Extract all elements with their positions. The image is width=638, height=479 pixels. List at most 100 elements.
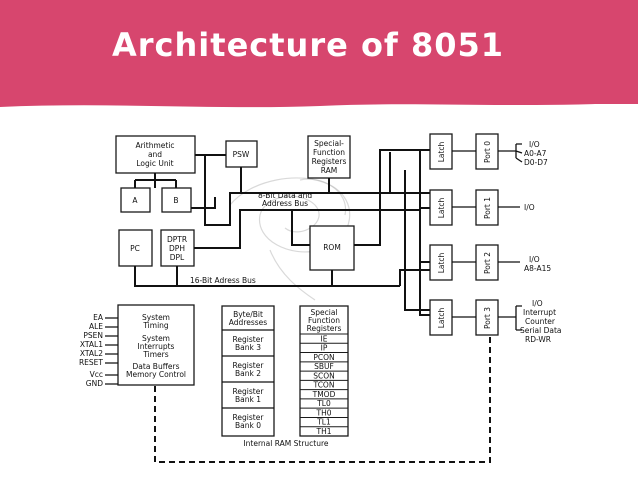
dptr-label-2: DPH — [169, 244, 185, 253]
alu-label-1: Arithmetic — [135, 141, 174, 150]
data-bus-line-1 — [204, 155, 430, 226]
data-bus-label-1: 8-Bit Data and — [258, 191, 312, 200]
system-label-2: Timing — [142, 321, 169, 330]
bank-0-label-2: Bank 0 — [235, 421, 261, 430]
port-0-label: Port 0 — [483, 141, 492, 163]
sfr-item-th0: TH0 — [316, 408, 332, 417]
port-2-io-2: A8-A15 — [524, 264, 551, 273]
sfr-item-tcon: TCON — [313, 381, 335, 390]
port-3-io-2: Interrupt — [523, 308, 556, 317]
b-to-bus — [191, 197, 216, 209]
ram-bank-column — [221, 305, 275, 437]
bank-3-label-1: Register — [233, 335, 265, 344]
rom-label: ROM — [323, 243, 341, 252]
address-to-port2 — [399, 269, 432, 286]
system-label-6: Data Buffers — [133, 362, 180, 371]
sfr-header-2: Function — [308, 316, 340, 325]
pin-vcc: Vcc — [90, 370, 103, 379]
pc-block — [118, 229, 153, 267]
register-b-block — [161, 187, 192, 213]
alu-ab-bus — [134, 179, 177, 188]
port-0-io-1: I/O — [529, 140, 540, 149]
sfr-item-ie: IE — [321, 334, 328, 343]
port-2-label: Port 2 — [483, 252, 492, 274]
dashed-connection — [154, 335, 491, 463]
sfr-item-scon: SCON — [313, 371, 335, 380]
pin-psen: PSEN — [83, 331, 103, 340]
register-a-block — [120, 187, 151, 213]
title-banner — [0, 0, 638, 104]
pc-label: PC — [130, 244, 140, 253]
port-1-label: Port 1 — [483, 197, 492, 219]
sfr-item-pcon: PCON — [313, 353, 334, 362]
port-3-group: Latch Port 3 I/O Interrupt Counter Seria… — [429, 299, 562, 344]
watermark-scribble — [229, 177, 351, 301]
port-bus-vertical — [419, 150, 432, 316]
bank-1-label-2: Bank 1 — [235, 395, 261, 404]
port-1-group: Latch Port 1 I/O — [429, 189, 535, 226]
register-b-label: B — [173, 196, 178, 205]
port-0-pins — [515, 143, 523, 163]
byte-bit-label-1: Byte/Bit — [233, 310, 263, 319]
bank-2-label-1: Register — [233, 361, 265, 370]
sfr-item-tmod: TMOD — [312, 390, 336, 399]
bank-2-label-2: Bank 2 — [235, 369, 261, 378]
port-3-io-1: I/O — [532, 299, 543, 308]
latch-1-label: Latch — [437, 197, 446, 218]
alu-label-3: Logic Unit — [136, 159, 173, 168]
port-0-io-3: D0-D7 — [524, 158, 548, 167]
psw-block — [225, 140, 258, 168]
control-pins: EA ALE PSEN XTAL1 XTAL2 RESET Vcc GND — [79, 313, 118, 388]
latch-2-label: Latch — [437, 252, 446, 273]
system-control-block — [117, 304, 195, 386]
system-label-7: Memory Control — [126, 370, 186, 379]
internal-ram-label: Internal RAM Structure — [243, 439, 328, 448]
sfr-ram-label-2: Function — [313, 148, 345, 157]
alu-label-2: and — [148, 150, 162, 159]
pin-ale: ALE — [89, 322, 103, 331]
system-label-1: System — [142, 313, 170, 322]
port-0-io-2: A0-A7 — [524, 149, 547, 158]
port-2-group: Latch Port 2 I/O A8-A15 — [429, 244, 551, 281]
port-3-io-3: Counter — [525, 317, 556, 326]
port-3-io-4: Serial Data — [520, 326, 562, 335]
pin-leads — [105, 317, 118, 385]
sfr-item-tl1: TL1 — [316, 418, 331, 427]
sfr-item-th1: TH1 — [316, 427, 332, 436]
rom-to-port0 — [354, 149, 430, 246]
port-0-group: Latch Port 0 I/O A0-A7 D0-D7 — [429, 133, 548, 170]
data-bus-line-2 — [194, 209, 420, 249]
pin-ea: EA — [93, 313, 104, 322]
port-3-label: Port 3 — [483, 307, 492, 329]
byte-bit-label-2: Addresses — [229, 318, 267, 327]
sfr-header-1: Special — [310, 308, 337, 317]
dptr-label-1: DPTR — [167, 235, 187, 244]
latch-3-label: Latch — [437, 307, 446, 328]
sfr-ram-label-3: Registers — [312, 157, 347, 166]
dptr-label-3: DPL — [170, 253, 185, 262]
system-label-5: Timers — [142, 350, 168, 359]
sfr-header-3: Registers — [307, 324, 342, 333]
banner-wave-edge — [0, 99, 638, 108]
bank-dividers — [222, 329, 274, 409]
port-2-io-1: I/O — [529, 255, 540, 264]
address-bus-line — [134, 266, 400, 287]
sfr-ram-label-1: Special- — [314, 139, 344, 148]
slide-title: Architecture of 8051 — [112, 26, 505, 64]
register-a-label: A — [132, 196, 138, 205]
bank-1-label-1: Register — [233, 387, 265, 396]
port-3-link — [452, 305, 522, 331]
sfr-item-ip: IP — [321, 344, 328, 353]
pin-xtal2: XTAL2 — [80, 349, 103, 358]
sfr-ram-label-4: RAM — [321, 166, 338, 175]
bus-to-rom — [291, 210, 310, 246]
bank-3-label-2: Bank 3 — [235, 343, 261, 352]
address-bus-label: 16-Bit Adress Bus — [190, 276, 256, 285]
port-1-io-1: I/O — [524, 203, 535, 212]
system-label-4: Interrupts — [138, 342, 175, 351]
pin-reset: RESET — [79, 358, 103, 367]
latch-0-label: Latch — [437, 141, 446, 162]
bank-0-label-1: Register — [233, 413, 265, 422]
